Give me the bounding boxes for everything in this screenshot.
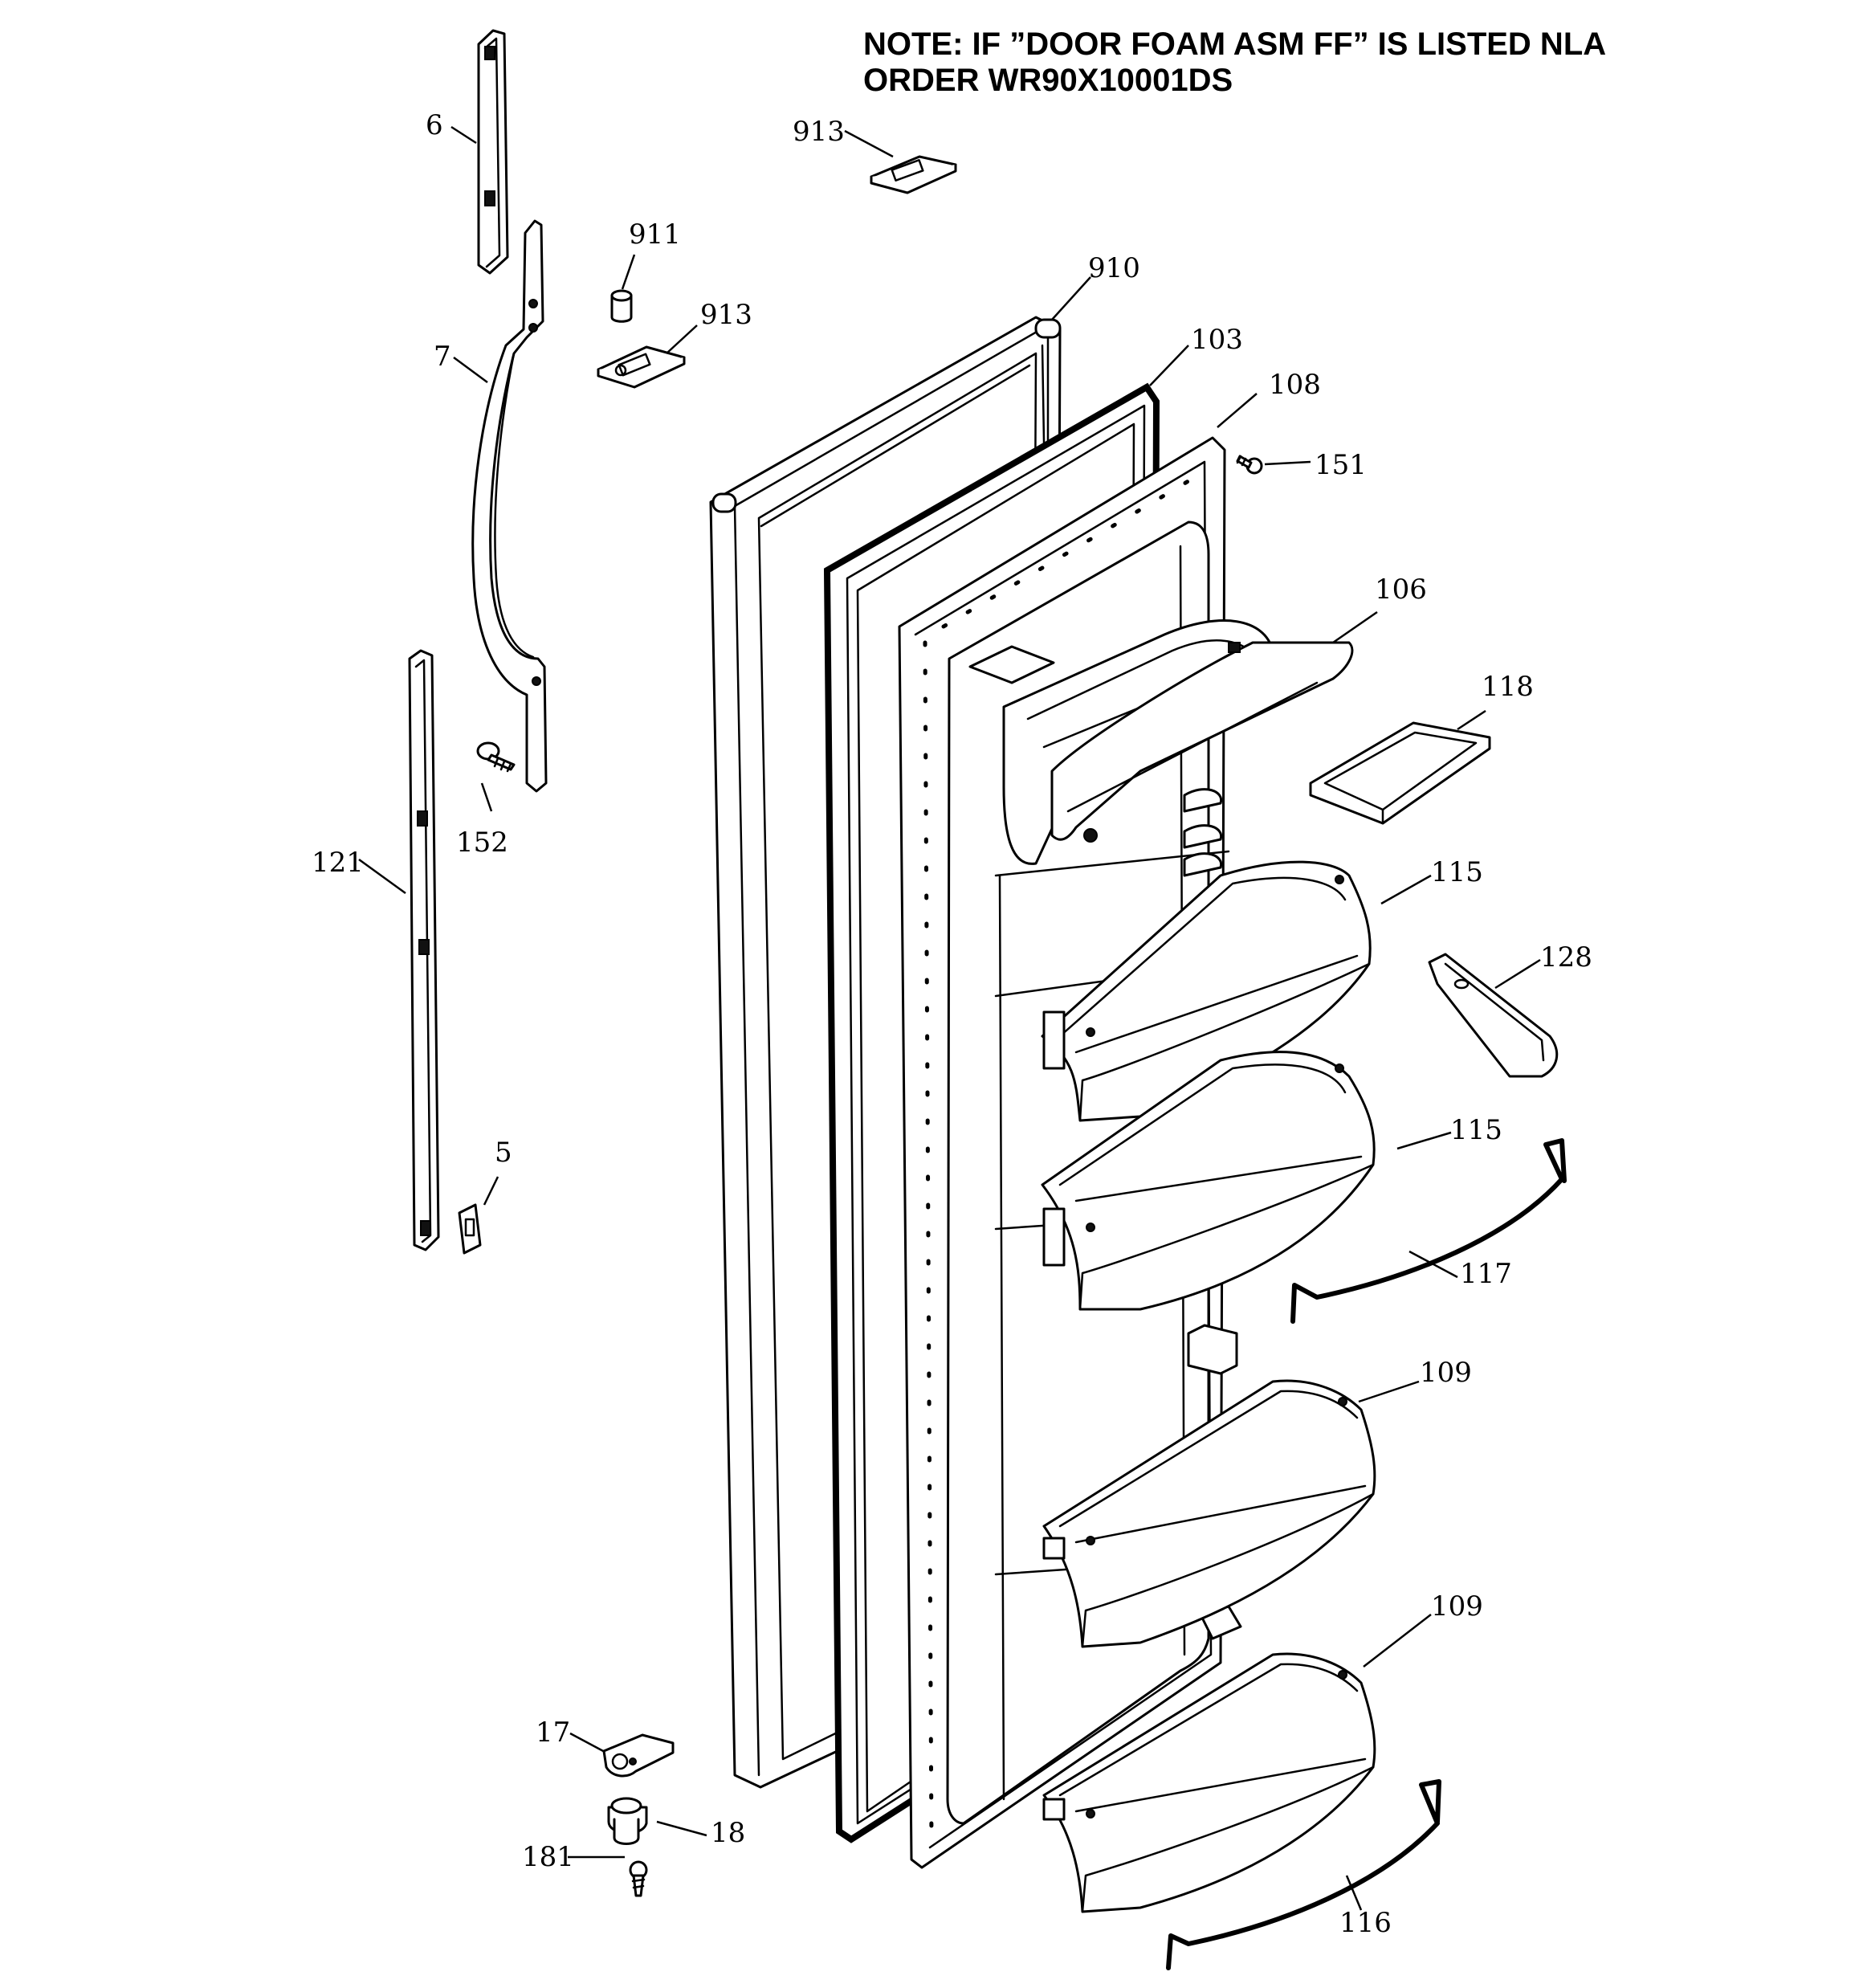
callout-6: 6 xyxy=(426,109,443,141)
part-128-bracket xyxy=(1428,953,1559,1078)
part-913-cover xyxy=(597,345,686,389)
callout-7: 7 xyxy=(434,341,451,373)
part-121-trim xyxy=(408,649,440,1251)
part-5-clip xyxy=(458,1203,482,1255)
part-116-bar xyxy=(1166,1779,1441,1970)
part-17-hinge xyxy=(602,1733,675,1778)
callout-181: 181 xyxy=(522,1841,574,1873)
part-152-screw xyxy=(476,741,516,773)
part-106-dairy-compartment xyxy=(1002,619,1354,877)
callout-108: 108 xyxy=(1269,369,1321,401)
callout-109: 109 xyxy=(1431,1590,1483,1623)
part-115-top-bin xyxy=(1041,860,1372,1122)
callout-151: 151 xyxy=(1315,449,1367,481)
part-6-handle-trim xyxy=(477,29,509,275)
part-151-screw xyxy=(1236,455,1263,475)
part-109-top-bin xyxy=(1042,1379,1376,1648)
callout-labels: 6 7 911 913 913 910 103 108 151 106 118 … xyxy=(312,109,1592,1939)
callout-103: 103 xyxy=(1191,324,1243,356)
part-117-bar xyxy=(1290,1138,1567,1324)
callout-913-top: 913 xyxy=(793,116,845,148)
callout-117: 117 xyxy=(1460,1258,1512,1290)
callout-152: 152 xyxy=(456,827,508,859)
part-18-hinge-pin xyxy=(607,1797,648,1845)
part-115-bin xyxy=(1041,1051,1376,1311)
callout-109-top: 109 xyxy=(1420,1357,1472,1389)
callout-116: 116 xyxy=(1339,1907,1392,1939)
leader-lines xyxy=(358,125,1541,1911)
callout-106: 106 xyxy=(1375,574,1427,606)
callout-911: 911 xyxy=(629,218,681,251)
part-109-bin xyxy=(1042,1652,1376,1913)
callout-5: 5 xyxy=(495,1137,512,1169)
note-line-2: ORDER WR90X10001DS xyxy=(863,63,1233,98)
part-118-tray xyxy=(1309,721,1491,825)
part-7-handle xyxy=(471,219,548,793)
callout-913: 913 xyxy=(700,299,752,331)
callout-128: 128 xyxy=(1540,941,1592,974)
callout-910: 910 xyxy=(1088,252,1140,284)
part-913-top-cover xyxy=(870,155,957,194)
callout-115-top: 115 xyxy=(1431,856,1483,888)
part-911-plug xyxy=(610,289,633,323)
note-line-1: NOTE: IF ”DOOR FOAM ASM FF” IS LISTED NL… xyxy=(863,27,1606,62)
callout-121: 121 xyxy=(312,847,364,879)
callout-115: 115 xyxy=(1450,1114,1502,1146)
callout-18: 18 xyxy=(711,1817,745,1849)
part-181-screw xyxy=(629,1860,648,1897)
callout-17: 17 xyxy=(536,1717,570,1749)
callout-118: 118 xyxy=(1482,671,1534,703)
